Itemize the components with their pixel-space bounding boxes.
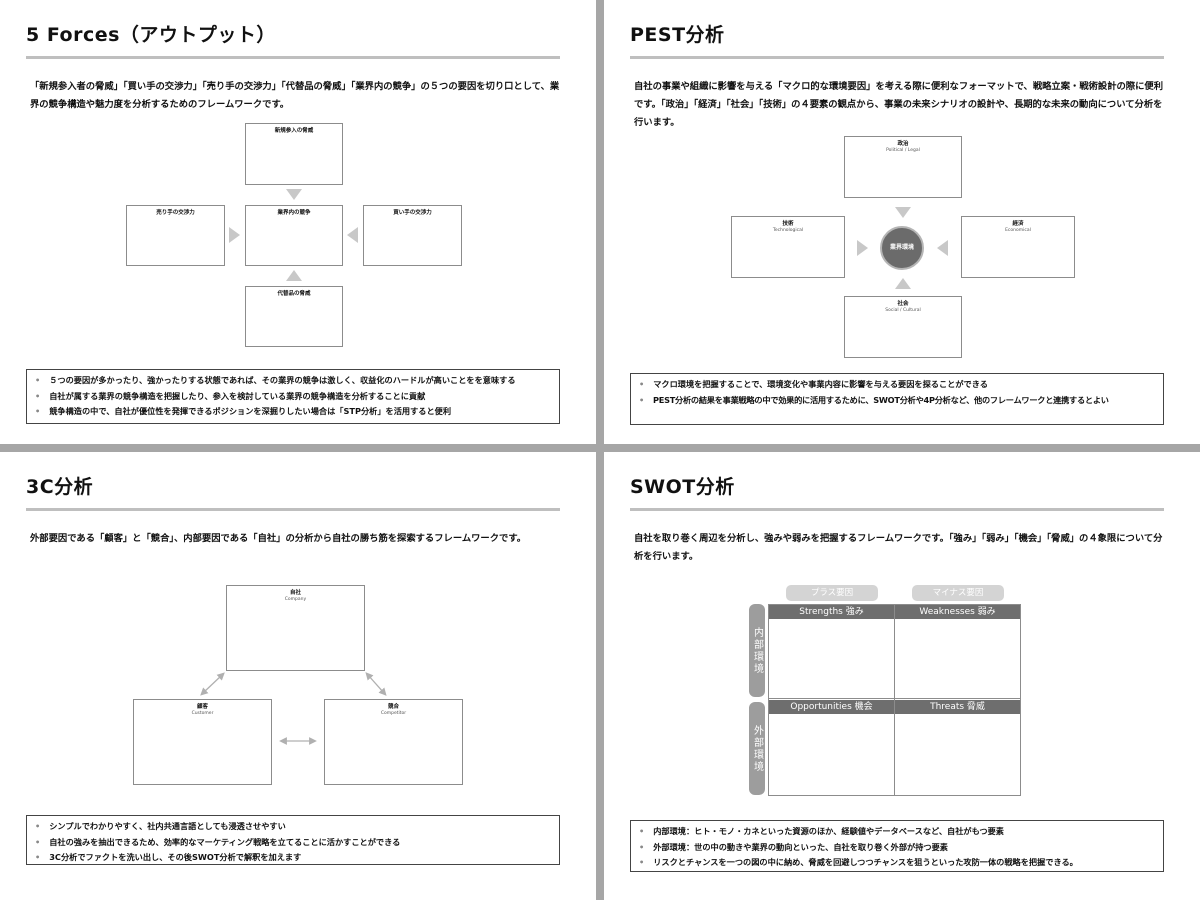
note-item: •自社が属する業界の競争構造を把握したり、参入を検討している業界の競争構造を分析… [35, 390, 426, 401]
box-company: 自社 Company [226, 585, 365, 671]
box-label: 競合 [387, 704, 399, 710]
note-item: •内部環境：ヒト・モノ・カネといった資源のほか、経験値やデータベースなど、自社が… [639, 826, 1004, 836]
box-sublabel: Competitor [380, 711, 407, 716]
notes-box: •シンプルでわかりやすく、社内共通言語としても浸透させやすい •自社の強みを抽出… [26, 815, 560, 865]
box-rivalry: 業界内の競争 [245, 205, 343, 266]
box-sublabel: Customer [191, 711, 214, 716]
box-label: 顧客 [196, 704, 208, 710]
box-label: 売り手の交渉力 [156, 210, 195, 216]
box-sublabel: Political / Legal [886, 148, 920, 153]
arrow-left-icon [937, 240, 948, 256]
box-sublabel: Technological [772, 228, 804, 233]
slide-description: 自社を取り巻く周辺を分析し、強みや弱みを把握するフレームワークです。「強み」「弱… [634, 533, 1163, 562]
box-label: 代替品の脅威 [277, 291, 311, 297]
quadrant-weaknesses [894, 604, 1021, 699]
box-technological: 技術 Technological [731, 216, 845, 278]
box-buyers: 買い手の交渉力 [363, 205, 462, 266]
arrow-down-icon [895, 207, 911, 218]
connector-arrows [200, 672, 387, 745]
box-competitor: 競合 Competitor [324, 699, 463, 785]
threats-header: Threats 脅威 [895, 700, 1020, 714]
note-item: •PEST分析の結果を事業戦略の中で効果的に活用するために、SWOT分析や4P分… [639, 394, 1109, 405]
slide-pest: PEST分析 自社の事業や組織に影響を与える「マクロ的な環境要因」を考える際に便… [604, 0, 1200, 444]
internal-environment-label: 内部環境 [749, 604, 765, 697]
arrow-right-icon [857, 240, 868, 256]
slide-description: 外部要因である「顧客」と「競合」、内部要因である「自社」の分析から自社の勝ち筋を… [30, 533, 526, 544]
box-label: 業界内の競争 [277, 210, 311, 216]
box-customer: 顧客 Customer [133, 699, 272, 785]
title-divider [26, 56, 560, 59]
arrow-left-icon [347, 227, 358, 243]
box-economical: 経済 Economical [961, 216, 1075, 278]
slide-swot: SWOT分析 自社を取り巻く周辺を分析し、強みや弱みを把握するフレームワークです… [604, 452, 1200, 900]
box-substitutes: 代替品の脅威 [245, 286, 343, 347]
title-divider [630, 56, 1164, 59]
note-item: •3C分析でファクトを洗い出し、その後SWOT分析で解釈を加えます [35, 852, 302, 862]
weaknesses-header: Weaknesses 弱み [895, 605, 1020, 619]
external-environment-label: 外部環境 [749, 702, 765, 795]
slide-title: PEST分析 [630, 24, 725, 46]
box-label: 買い手の交渉力 [393, 210, 432, 216]
box-label: 政治 [897, 141, 909, 147]
slide-five-forces: 5 Forces（アウトプット） 「新規参入者の脅威」「買い手の交渉力」「売り手… [0, 0, 596, 444]
notes-box: •５つの要因が多かったり、強かったりする状態であれば、その業界の競争は激しく、収… [26, 369, 560, 424]
box-sublabel: Social / Cultural [885, 308, 921, 313]
arrow-up-icon [286, 270, 302, 281]
center-circle: 業界環境 [880, 226, 924, 270]
box-label: 経済 [1012, 221, 1024, 227]
slide-description: 自社の事業や組織に影響を与える「マクロ的な環境要因」を考える際に便利なフォーマッ… [634, 81, 1163, 128]
opportunities-header: Opportunities 機会 [769, 700, 894, 714]
note-item: •競争構造の中で、自社が優位性を発揮できるポジションを深掘りしたい場合は「STP… [35, 406, 452, 416]
box-political: 政治 Political / Legal [844, 136, 962, 198]
slide-title: 5 Forces（アウトプット） [26, 24, 276, 46]
title-divider [630, 508, 1164, 511]
box-new-entrants: 新規参入の脅威 [245, 123, 343, 185]
quadrant-strengths [768, 604, 895, 699]
box-label: 自社 [289, 590, 301, 596]
arrow-up-icon [895, 278, 911, 289]
box-social: 社会 Social / Cultural [844, 296, 962, 358]
slide-description: 「新規参入者の脅威」「買い手の交渉力」「売り手の交渉力」「代替品の脅威」「業界内… [30, 81, 560, 110]
box-suppliers: 売り手の交渉力 [126, 205, 225, 266]
arrow-right-icon [229, 227, 240, 243]
arrow-company-customer-icon [200, 672, 225, 696]
minus-factor-label: マイナス要因 [912, 585, 1004, 601]
slide-title: SWOT分析 [630, 476, 735, 498]
quadrant-opportunities [768, 698, 895, 796]
slide-3c: 3C分析 外部要因である「顧客」と「競合」、内部要因である「自社」の分析から自社… [0, 452, 596, 900]
box-sublabel: Company [284, 597, 307, 602]
box-label: 新規参入の脅威 [274, 128, 314, 134]
quadrant-threats [894, 698, 1021, 796]
box-label: 技術 [782, 221, 794, 227]
slide-title: 3C分析 [26, 476, 94, 498]
notes-box: •マクロ環境を把握することで、環境変化や事業内容に影響を与える要因を探ることがで… [630, 373, 1164, 425]
note-item: •外部環境：世の中の動きや業界の動向といった、自社を取り巻く外部が持つ要素 [639, 841, 948, 852]
note-item: •自社の強みを抽出できるため、効率的なマーケティング戦略を立てることに活かすこと… [35, 836, 401, 847]
note-item: •シンプルでわかりやすく、社内共通言語としても浸透させやすい [35, 821, 286, 831]
title-divider [26, 508, 560, 511]
note-item: •５つの要因が多かったり、強かったりする状態であれば、その業界の競争は激しく、収… [35, 375, 516, 385]
box-label: 社会 [897, 301, 909, 307]
note-item: •リスクとチャンスを一つの図の中に納め、脅威を回避しつつチャンスを狙うといった攻… [639, 857, 1078, 867]
arrow-company-competitor-icon [365, 672, 387, 696]
plus-factor-label: プラス要因 [786, 585, 878, 601]
note-item: •マクロ環境を把握することで、環境変化や事業内容に影響を与える要因を探ることがで… [639, 379, 988, 389]
notes-box: •内部環境：ヒト・モノ・カネといった資源のほか、経験値やデータベースなど、自社が… [630, 820, 1164, 872]
strengths-header: Strengths 強み [769, 605, 894, 619]
arrow-down-icon [286, 189, 302, 200]
box-sublabel: Economical [1005, 228, 1031, 233]
